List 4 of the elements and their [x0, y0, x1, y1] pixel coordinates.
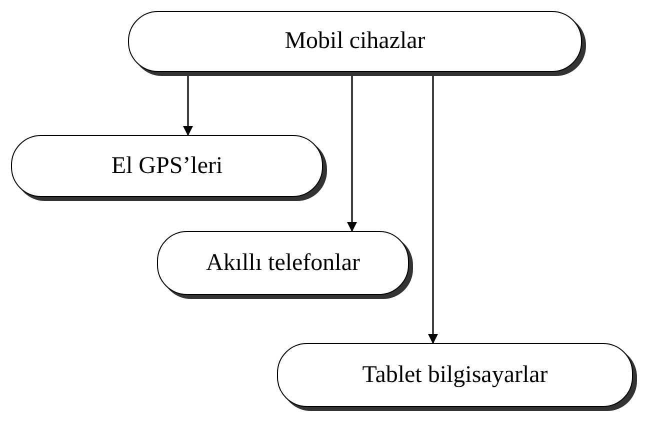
- node-label: Akıllı telefonlar: [206, 250, 360, 276]
- node-label: Tablet bilgisayarlar: [362, 362, 548, 388]
- node-label: Mobil cihazlar: [284, 28, 426, 55]
- node-label: El GPS’leri: [111, 152, 223, 180]
